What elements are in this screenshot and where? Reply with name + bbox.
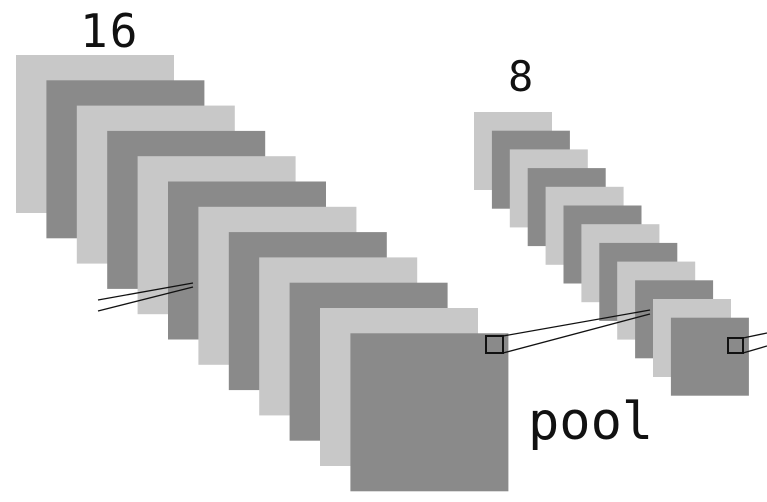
- left-stack-channel-count: 16: [80, 4, 140, 58]
- next-window-box: [727, 337, 744, 354]
- pool-connection-line: [502, 313, 651, 354]
- right-stack-channel-count: 8: [508, 52, 534, 101]
- right-stack-sheet: [670, 317, 749, 396]
- pool-window-box: [485, 335, 504, 354]
- outgoing-connection-line: [742, 345, 767, 354]
- pool-operation-label: pool: [528, 392, 654, 452]
- left-stack-sheet: [350, 333, 509, 492]
- incoming-connection-line: [97, 282, 194, 301]
- pool-connection-line: [502, 309, 651, 337]
- incoming-connection-line: [97, 286, 194, 312]
- outgoing-connection-line: [742, 332, 767, 339]
